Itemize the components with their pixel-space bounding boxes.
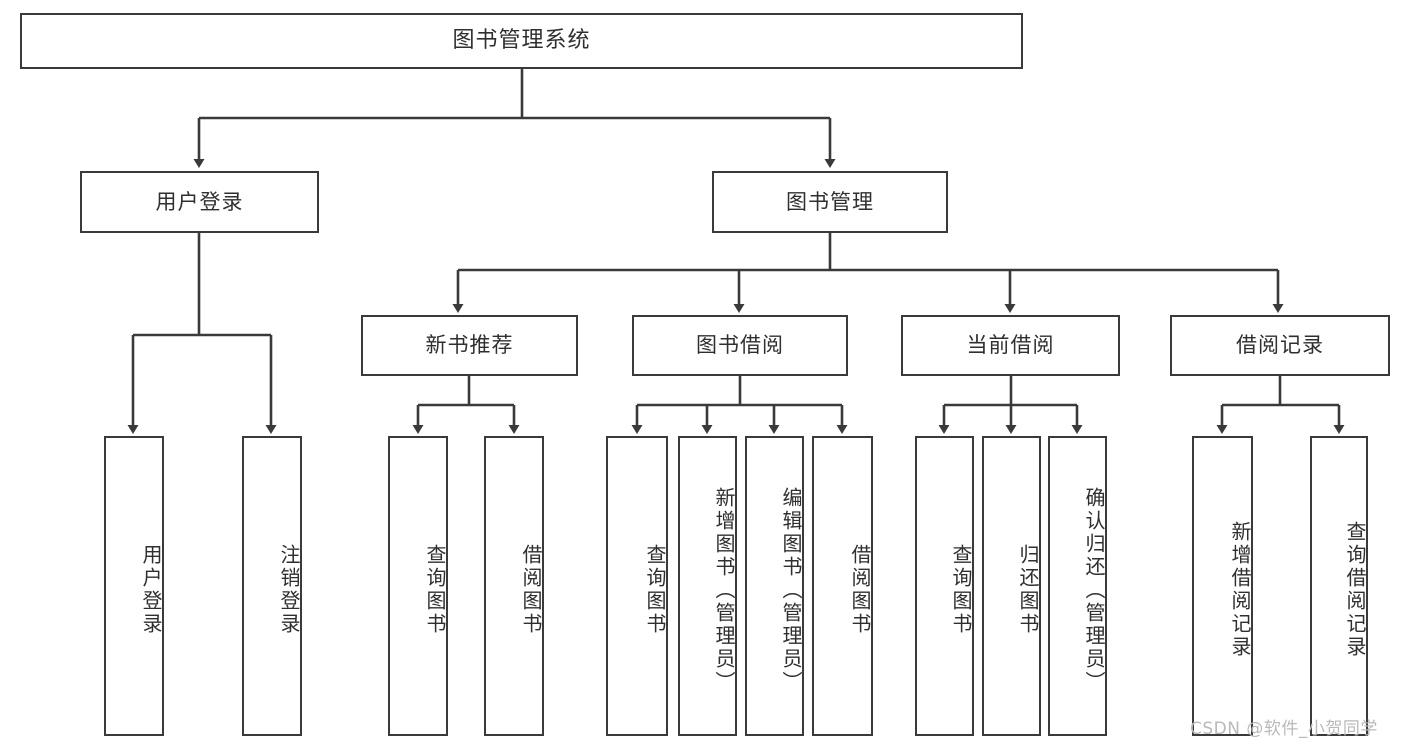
node-current-borrow-label: 当前借阅 (966, 333, 1055, 358)
node-new-book-recommend[interactable]: 新书推荐 (361, 315, 578, 376)
node-leaf-borrow-book-1[interactable]: 借阅图书 (484, 436, 544, 736)
node-leaf-query-book-1[interactable]: 查询图书 (388, 436, 448, 736)
node-leaf-query-borrow-record-label: 查询借阅记录 (1343, 521, 1367, 659)
node-leaf-query-book-2-label: 查询图书 (643, 544, 667, 636)
node-book-borrow[interactable]: 图书借阅 (632, 315, 848, 376)
node-leaf-return-book-label: 归还图书 (1016, 544, 1040, 636)
node-leaf-edit-book-label: 编辑图书（管理员） (779, 486, 803, 694)
node-leaf-user-login[interactable]: 用户登录 (104, 436, 164, 736)
node-borrow-record-label: 借阅记录 (1236, 333, 1324, 358)
node-leaf-borrow-book-2[interactable]: 借阅图书 (812, 436, 873, 736)
node-root-label: 图书管理系统 (452, 28, 591, 54)
node-leaf-query-borrow-record[interactable]: 查询借阅记录 (1310, 436, 1368, 736)
node-book-management-label: 图书管理 (786, 189, 874, 214)
node-user-login-label: 用户登录 (155, 189, 244, 214)
node-leaf-query-book-3-label: 查询图书 (949, 544, 973, 636)
node-current-borrow[interactable]: 当前借阅 (901, 315, 1120, 376)
node-leaf-borrow-book-1-label: 借阅图书 (519, 544, 543, 636)
node-leaf-edit-book[interactable]: 编辑图书（管理员） (745, 436, 804, 736)
node-leaf-logout[interactable]: 注销登录 (242, 436, 302, 736)
node-new-book-recommend-label: 新书推荐 (425, 333, 514, 358)
node-root[interactable]: 图书管理系统 (20, 13, 1023, 69)
node-leaf-query-book-3[interactable]: 查询图书 (915, 436, 974, 736)
csdn-watermark: CSDN @软件_小贺同学 (1190, 719, 1378, 739)
node-leaf-add-book[interactable]: 新增图书（管理员） (678, 436, 737, 736)
node-leaf-add-book-label: 新增图书（管理员） (712, 486, 736, 694)
node-leaf-user-login-label: 用户登录 (139, 544, 163, 636)
node-leaf-confirm-return-label: 确认归还（管理员） (1082, 486, 1106, 694)
node-leaf-logout-label: 注销登录 (277, 544, 301, 636)
node-leaf-query-book-1-label: 查询图书 (423, 544, 447, 636)
node-user-login[interactable]: 用户登录 (80, 171, 319, 233)
node-leaf-add-borrow-record[interactable]: 新增借阅记录 (1192, 436, 1253, 736)
node-leaf-add-borrow-record-label: 新增借阅记录 (1228, 521, 1252, 659)
node-leaf-borrow-book-2-label: 借阅图书 (848, 544, 872, 636)
node-book-borrow-label: 图书借阅 (696, 333, 784, 358)
node-leaf-return-book[interactable]: 归还图书 (982, 436, 1041, 736)
node-borrow-record[interactable]: 借阅记录 (1170, 315, 1390, 376)
node-book-management[interactable]: 图书管理 (712, 171, 948, 233)
node-leaf-confirm-return[interactable]: 确认归还（管理员） (1048, 436, 1107, 736)
node-leaf-query-book-2[interactable]: 查询图书 (606, 436, 668, 736)
